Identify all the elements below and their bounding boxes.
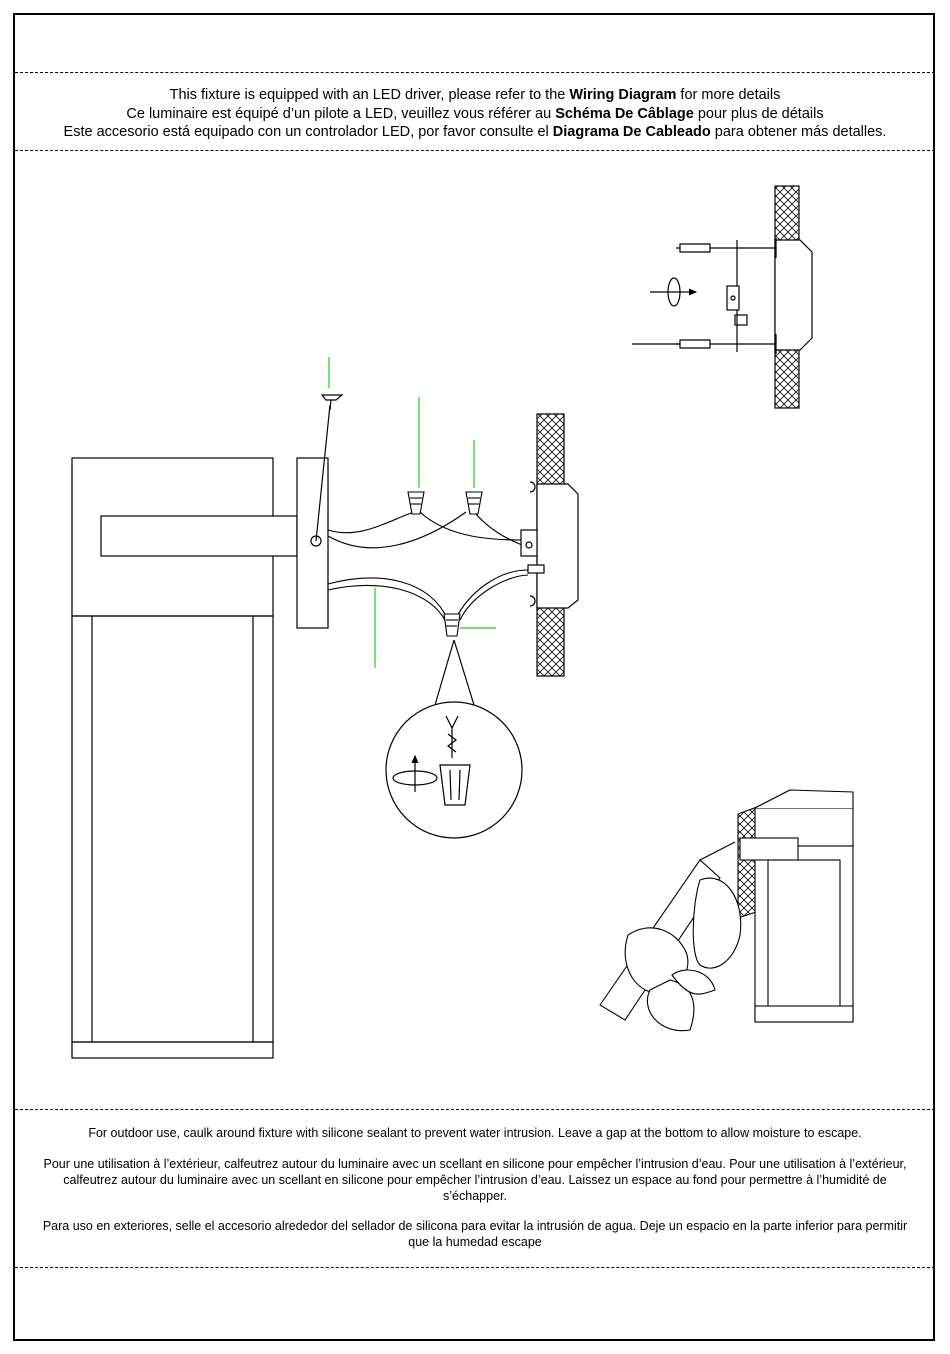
- page-border: [13, 13, 935, 1341]
- footer-note-fr: Pour une utilisation à l’extérieur, calf…: [43, 1157, 907, 1203]
- wire-nut-detail: [385, 639, 523, 839]
- footer-note-en: For outdoor use, caulk around fixture wi…: [88, 1126, 862, 1140]
- junction-box: [520, 481, 579, 609]
- leader-lines: [374, 397, 496, 668]
- mounting-detail: [632, 185, 813, 409]
- header-divider-top: [15, 72, 935, 73]
- footer-divider-top: [15, 1109, 935, 1110]
- header-note-fr: Ce luminaire est équipé d’un pilote a LE…: [126, 106, 824, 122]
- ground-screw: [315, 394, 344, 542]
- light-fixture: [71, 457, 329, 1059]
- footer-note-es: Para uso en exteriores, selle el accesor…: [42, 1219, 908, 1249]
- footer-divider-bottom: [15, 1267, 935, 1268]
- header-note-en: This fixture is equipped with an LED dri…: [169, 87, 781, 103]
- caulking-illustration: [599, 789, 854, 1032]
- wire-nuts: [407, 491, 483, 637]
- header-note-es: Este accesorio está equipado con un cont…: [63, 124, 887, 140]
- header-divider-bottom: [15, 150, 935, 151]
- wires: [327, 511, 529, 623]
